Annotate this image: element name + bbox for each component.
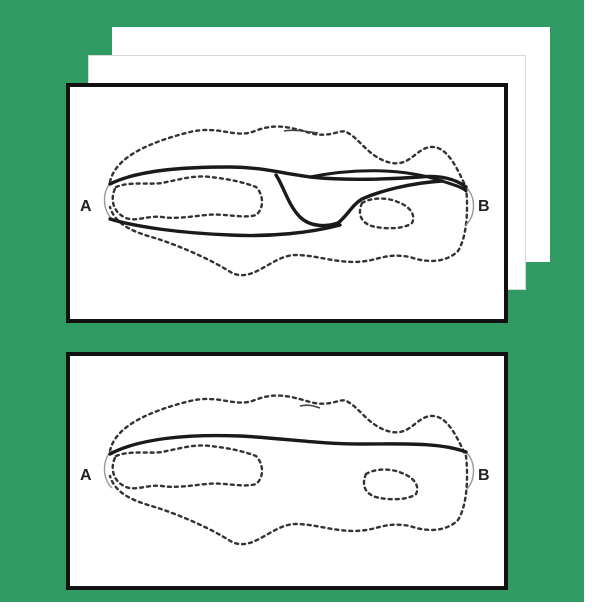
- panel-multiple-routes-drawing: A B: [70, 87, 504, 319]
- inner-dotted-island-right: [360, 199, 413, 229]
- panel-multiple-routes: A B: [66, 83, 508, 323]
- inner-dotted-island-right: [364, 470, 417, 500]
- inner-dotted-island-left: [113, 176, 262, 219]
- top-mark: [300, 405, 320, 408]
- outer-dotted-boundary: [110, 396, 467, 545]
- top-mark: [284, 130, 318, 133]
- endpoint-arc-b: [466, 187, 474, 225]
- route-branch-loop: [276, 175, 442, 225]
- endpoint-arc-a: [105, 181, 113, 219]
- endpoint-arc-a: [105, 450, 113, 488]
- label-start-a: A: [80, 198, 92, 215]
- route-branch-upper: [310, 171, 466, 191]
- inner-dotted-island-left: [113, 445, 262, 488]
- route-single: [110, 436, 466, 454]
- label-start-a: A: [80, 467, 92, 484]
- label-end-b: B: [478, 467, 490, 484]
- label-end-b: B: [478, 198, 490, 215]
- panel-single-route-drawing: A B: [70, 356, 504, 586]
- panel-single-route: A B: [66, 352, 508, 590]
